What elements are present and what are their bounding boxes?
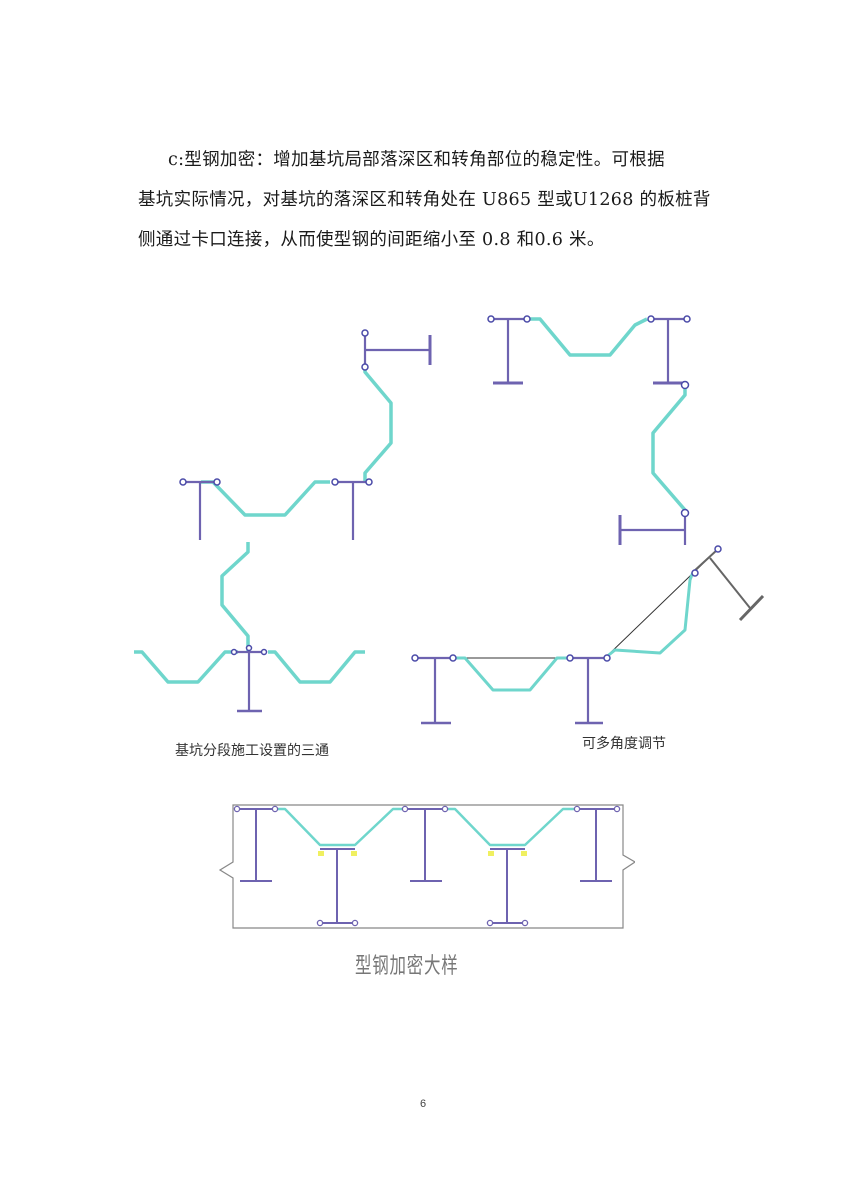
paragraph-line-3: 侧通过卡口连接，从而使型钢的间距缩小至 0.8 和0.6 米。 xyxy=(138,230,605,250)
paragraph-line-2: 基坑实际情况，对基坑的落深区和转角处在 U865 型或U1268 的板桩背 xyxy=(138,190,711,210)
page-number: 6 xyxy=(420,1098,427,1110)
figure-densification-detail xyxy=(218,804,635,929)
figure-multi-angle xyxy=(411,545,765,725)
caption-multi-angle: 可多角度调节 xyxy=(582,736,666,752)
figure-corner-right xyxy=(487,315,691,545)
caption-tee-junction: 基坑分段施工设置的三通 xyxy=(175,743,329,759)
paragraph-line-1: c:型钢加密：增加基坑局部落深区和转角部位的稳定性。可根据 xyxy=(168,150,665,170)
caption-densification-detail: 型钢加密大样 xyxy=(355,954,459,979)
body-paragraph: c:型钢加密：增加基坑局部落深区和转角部位的稳定性。可根据 基坑实际情况，对基坑… xyxy=(138,140,728,260)
figure-corner-left xyxy=(179,329,432,540)
figure-tee-junction xyxy=(134,542,365,713)
